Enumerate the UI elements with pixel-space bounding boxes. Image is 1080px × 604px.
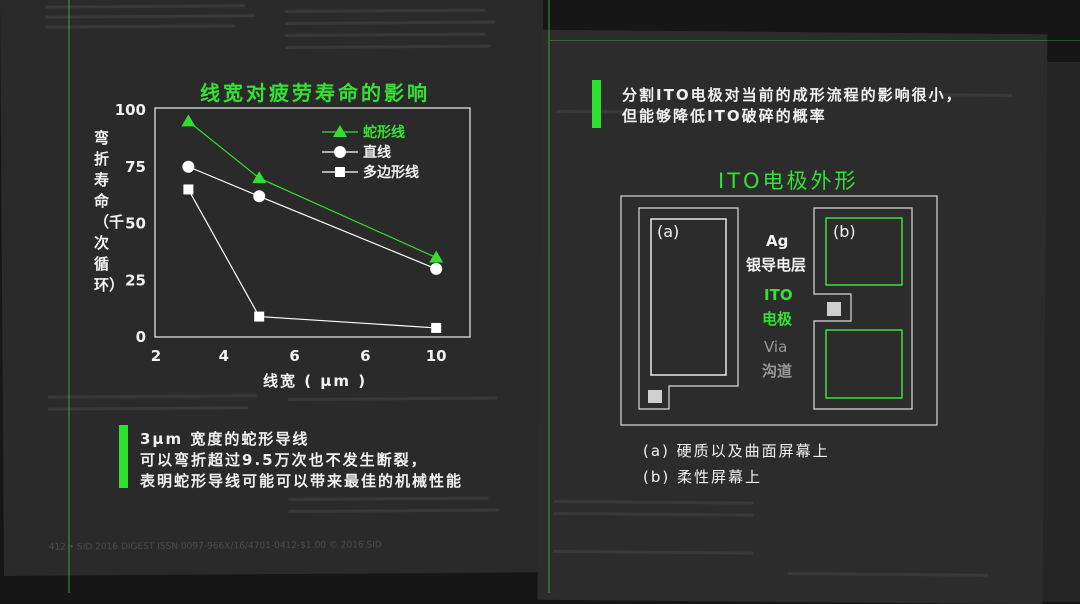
data-point-2-2 [431,322,442,333]
data-point-0-2 [429,250,444,263]
legend-marker [335,167,345,177]
note-line: 3μm 宽度的蛇形导线 [140,430,310,448]
accent-bar [592,80,601,128]
electrode-a-outline [638,207,739,410]
x-axis-label: 线宽 ( μm ) [263,372,368,390]
electrode-b-outline [813,207,913,410]
via-label: Via [764,338,788,356]
electrode-a-inner [650,218,727,376]
note-line: 表明蛇形导线可能可以带来最佳的机械性能 [140,472,464,490]
y-tick-label: 100 [115,101,146,119]
legend-label: 直线 [363,144,391,161]
ito-segment-bottom [825,329,903,399]
via-a [648,390,662,403]
note-line: 但能够降低ITO破碎的概率 [622,107,827,125]
ito-label-cn: 电极 [762,310,793,328]
x-tick-label: 2 [151,347,161,365]
ag-label: Ag [766,232,789,250]
legend-label: 多边形线 [363,164,419,181]
label-a: (a) [657,222,680,241]
note-line: 可以弯折超过9.5万次也不发生断裂， [140,451,428,469]
ag-label-cn: 银导电层 [746,256,807,274]
data-point-1-0 [182,160,195,173]
plot-frame [154,107,471,338]
note-line: 分割ITO电极对当前的成形流程的影响很小， [622,86,963,104]
y-tick-label: 50 [125,215,146,233]
diagram-caption-b: (b) 柔性屏幕上 [643,468,762,486]
data-point-1-2 [430,262,443,275]
x-tick-label: 6 [289,347,299,365]
back-document-page [1040,62,1080,602]
label-b: (b) [833,222,856,241]
diagram-title: ITO电极外形 [718,169,859,193]
via-b [827,302,841,316]
data-point-2-0 [183,184,194,195]
ito-label: ITO [764,286,793,304]
data-point-0-1 [252,171,267,184]
y-tick-label: 0 [136,328,146,346]
diagram-frame [620,195,938,426]
green-guide-line [548,0,550,593]
diagram-caption-a: (a) 硬质以及曲面屏幕上 [643,442,830,460]
legend-label: 蛇形线 [363,124,405,141]
y-tick-label: 75 [125,158,146,176]
green-guide-line [68,0,70,593]
data-point-0-0 [181,114,196,127]
chart-title: 线宽对疲劳寿命的影响 [200,81,430,105]
via-label-cn: 沟道 [762,362,793,380]
ito-segment-top [825,217,903,286]
x-tick-label: 6 [360,347,370,365]
x-tick-label: 4 [219,347,229,365]
accent-bar [119,425,128,488]
legend-marker [334,146,346,158]
y-tick-label: 25 [125,271,146,289]
green-guide-line [550,40,1080,41]
data-point-2-1 [254,311,265,322]
x-tick-label: 10 [426,347,447,365]
data-point-1-1 [253,190,266,203]
legend-marker [333,125,347,137]
